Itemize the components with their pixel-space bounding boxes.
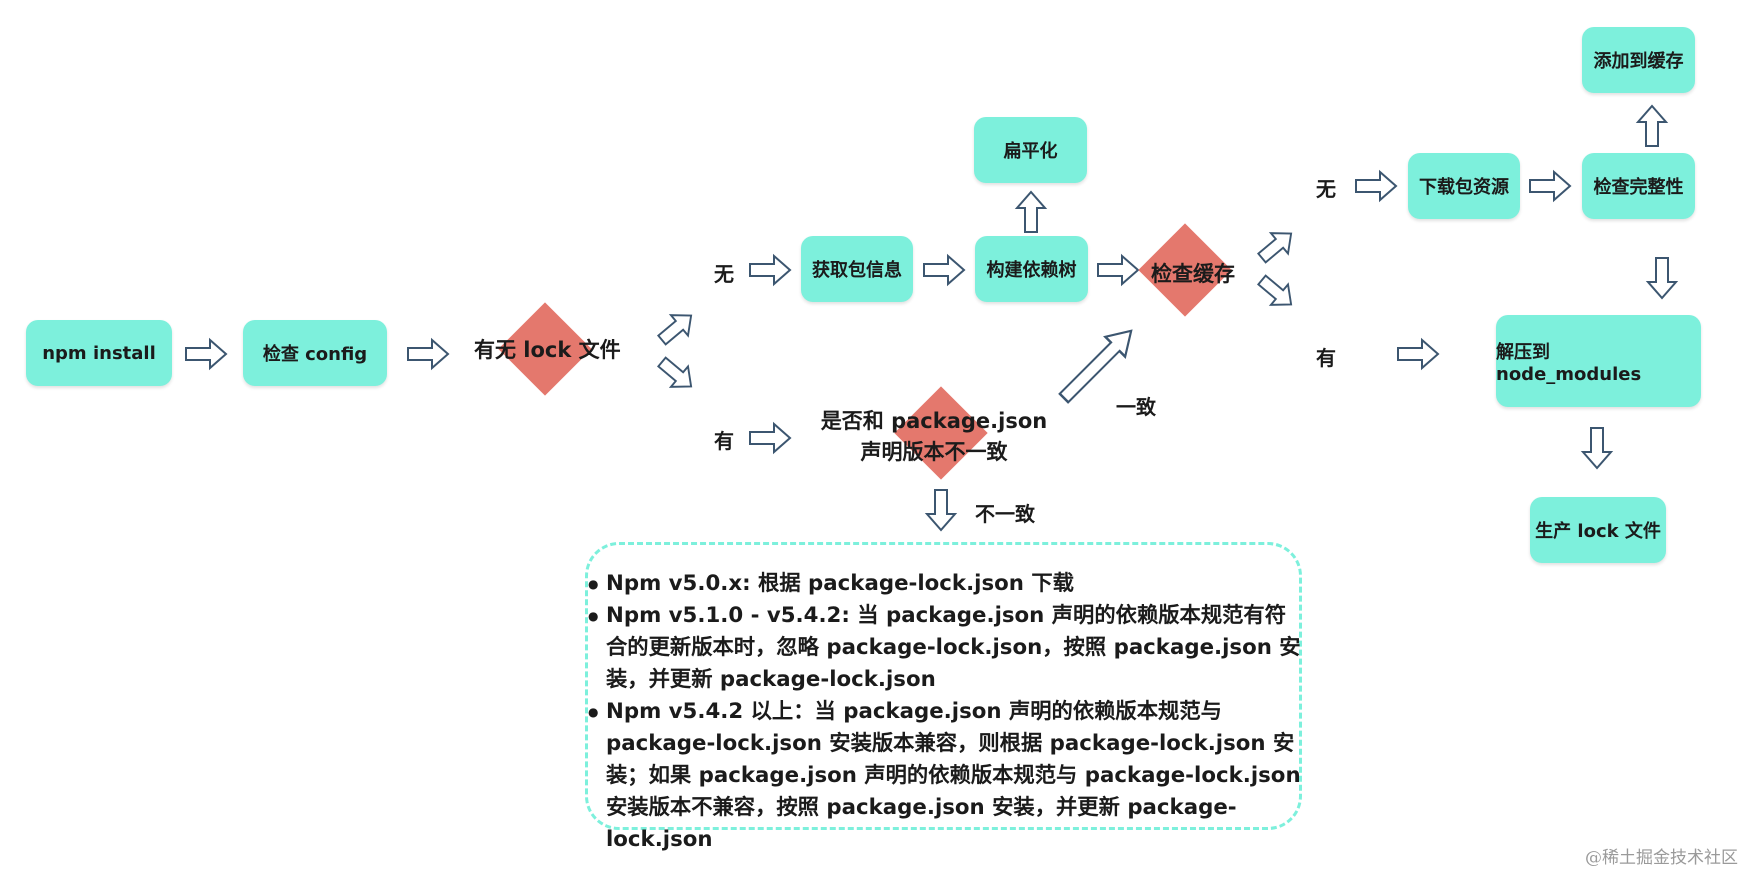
node-check-config: 检查 config: [243, 320, 387, 386]
arrow-getinfo-to-build: [923, 255, 965, 285]
label-has-cache: 有: [1316, 346, 1336, 370]
arrow-yes-to-version: [749, 423, 791, 453]
arrow-yes-to-unzip: [1397, 339, 1439, 369]
arrow-unzip-to-lockgen: [1582, 427, 1612, 469]
notes-list: Npm v5.0.x: 根据 package-lock.json 下载 Npm …: [588, 568, 1302, 856]
label-no-lock: 无: [714, 262, 734, 286]
node-check-integrity: 检查完整性: [1582, 153, 1695, 219]
arrow-download-to-integrity: [1529, 171, 1571, 201]
decision-check-cache: 检查缓存: [1151, 262, 1235, 286]
node-build-dependency-tree: 构建依赖树: [975, 236, 1088, 302]
arrow-no-to-getinfo: [749, 255, 791, 285]
arrow-version-to-notes: [926, 489, 956, 531]
note-item: Npm v5.1.0 - v5.4.2: 当 package.json 声明的依…: [588, 600, 1302, 696]
arrow-cache-to-no: [1252, 222, 1301, 270]
arrow-build-to-flatten: [1016, 191, 1046, 233]
node-unzip-node-modules: 解压到 node_modules: [1496, 315, 1701, 407]
label-no-cache: 无: [1316, 177, 1336, 201]
label-has-lock: 有: [714, 429, 734, 453]
arrow-npm-to-config: [185, 339, 227, 369]
label-inconsistent: 不一致: [975, 502, 1035, 526]
node-flatten: 扁平化: [974, 117, 1087, 183]
arrow-lock-to-yes: [652, 350, 701, 398]
node-get-package-info: 获取包信息: [801, 236, 913, 302]
decision-has-lock-file: 有无 lock 文件: [474, 338, 621, 362]
node-generate-lock-file: 生产 lock 文件: [1530, 497, 1666, 563]
node-download-package: 下载包资源: [1408, 153, 1520, 219]
decision-version-line2: 声明版本不一致: [860, 440, 1008, 464]
watermark: @稀土掘金技术社区: [1585, 848, 1738, 868]
label-consistent: 一致: [1116, 395, 1156, 419]
decision-version-mismatch: 是否和 package.json 声明版本不一致: [820, 406, 1048, 468]
decision-version-line1: 是否和 package.json: [820, 409, 1048, 433]
node-npm-install: npm install: [26, 320, 172, 386]
arrow-integrity-to-unzip: [1647, 257, 1677, 299]
arrow-integrity-to-addcache: [1637, 105, 1667, 147]
arrow-no-to-download: [1355, 171, 1397, 201]
arrow-lock-to-no: [652, 304, 701, 352]
node-add-to-cache: 添加到缓存: [1582, 27, 1695, 93]
arrow-build-to-cache: [1097, 255, 1139, 285]
arrow-cache-to-yes: [1252, 268, 1301, 316]
arrow-config-to-lock: [407, 339, 449, 369]
note-item: Npm v5.4.2 以上：当 package.json 声明的依赖版本规范与 …: [588, 696, 1302, 856]
note-item: Npm v5.0.x: 根据 package-lock.json 下载: [588, 568, 1302, 600]
